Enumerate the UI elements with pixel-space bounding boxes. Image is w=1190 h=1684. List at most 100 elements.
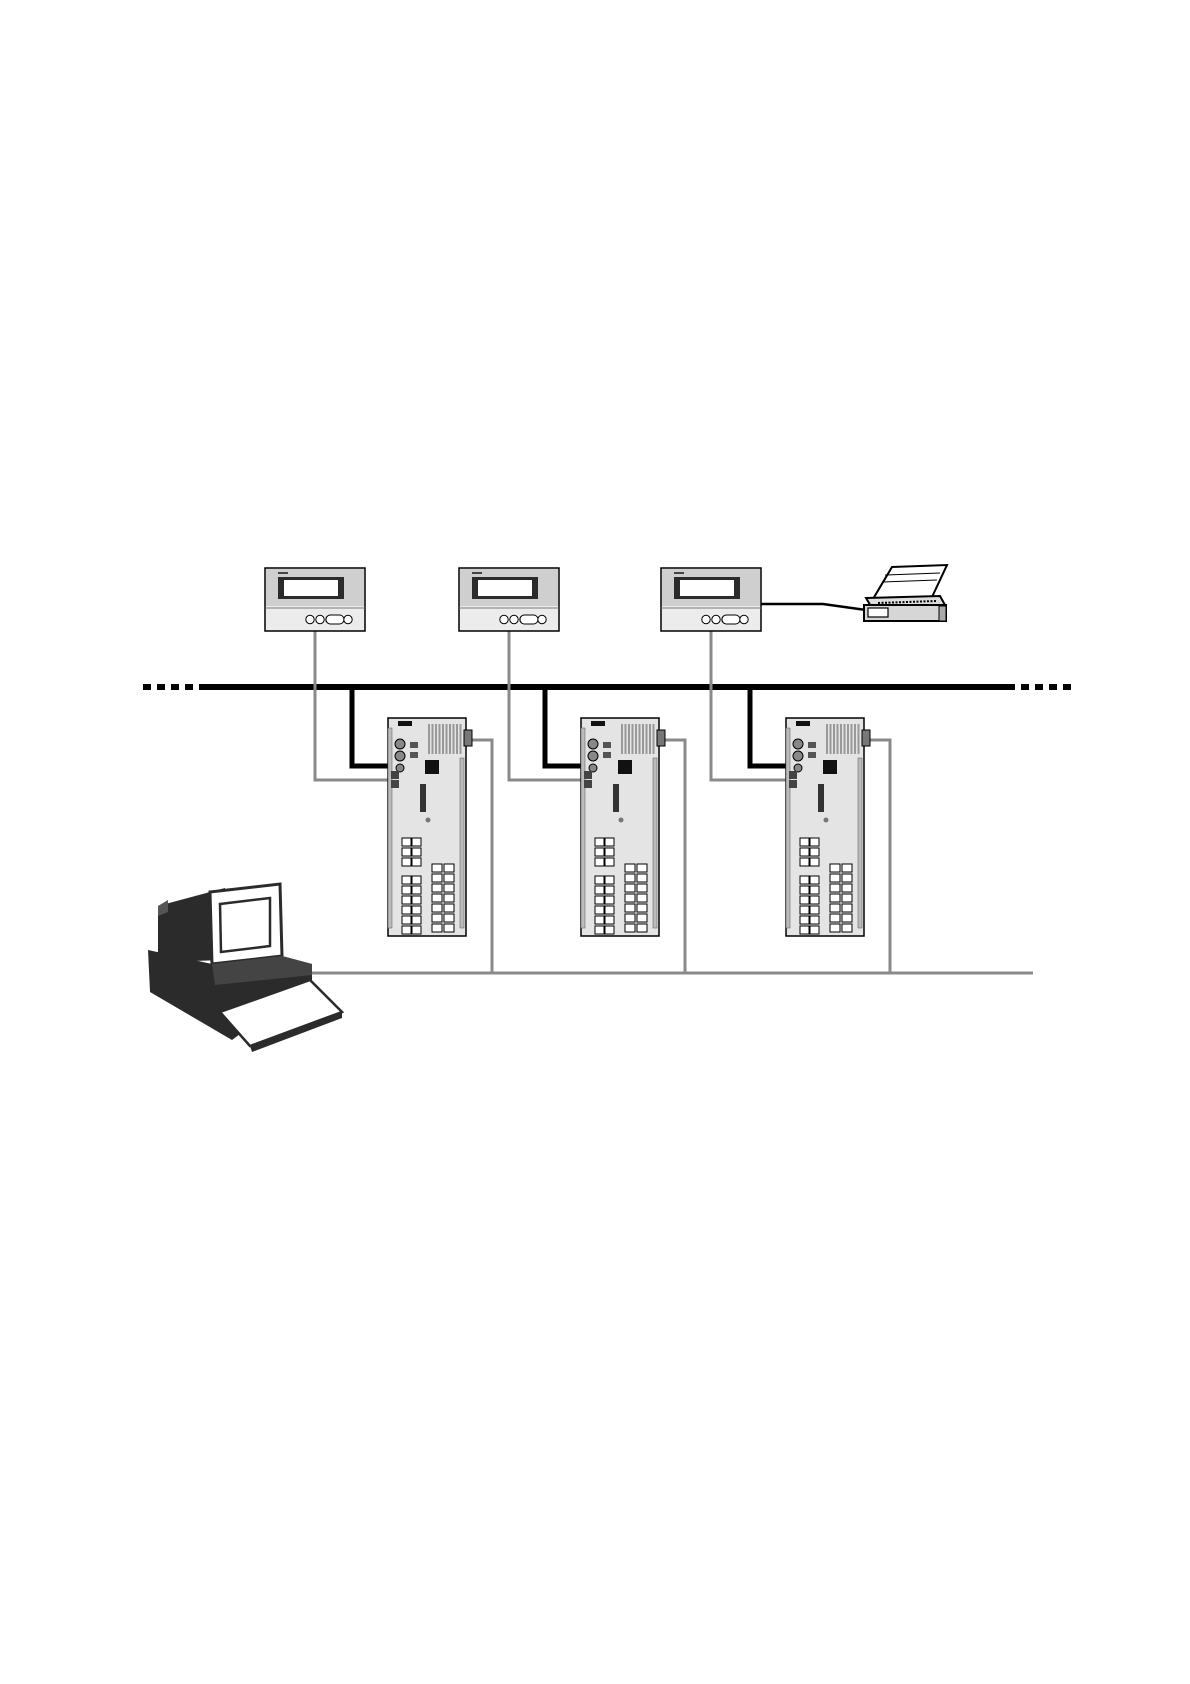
board-relay [444, 894, 454, 902]
terminal-key [500, 615, 508, 623]
board-relay [595, 838, 604, 846]
board-relay [637, 874, 647, 882]
board-relay [595, 906, 604, 914]
board-connector [464, 730, 472, 746]
board-relay [432, 904, 442, 912]
board-pin [639, 724, 641, 754]
board-relay [402, 906, 411, 914]
board-relay [595, 926, 604, 934]
board-relay [432, 864, 442, 872]
terminal-key [740, 615, 748, 623]
board-left-terminals [786, 728, 790, 928]
board-relay [637, 884, 647, 892]
board-relay [625, 894, 635, 902]
board-relay [412, 906, 421, 914]
supervisory-drop [864, 740, 890, 973]
board-relay [595, 886, 604, 894]
board-pin [442, 724, 444, 754]
board-relay [637, 894, 647, 902]
board-pin [649, 724, 651, 754]
board-relay [625, 904, 635, 912]
board-relay [842, 874, 852, 882]
board-relay [605, 906, 614, 914]
board-relay [625, 864, 635, 872]
board-relay [402, 858, 411, 866]
board-pin [646, 724, 648, 754]
board-pin [851, 724, 853, 754]
board-relay [842, 904, 852, 912]
board-port [789, 780, 797, 788]
terminal-key [712, 615, 720, 623]
board-relay [800, 848, 809, 856]
terminal-display [680, 580, 734, 596]
controller-1 [388, 718, 472, 936]
board-processor [823, 760, 837, 774]
board-relay [412, 848, 421, 856]
board-led [619, 818, 624, 823]
board-relay [637, 864, 647, 872]
board-relay [412, 916, 421, 924]
printer-cable [761, 604, 866, 610]
board-relay [595, 858, 604, 866]
bus-drop [352, 687, 390, 766]
board-relay [432, 924, 442, 932]
terminal-icon [265, 568, 365, 631]
board-capacitor [793, 739, 803, 749]
board-relay [605, 848, 614, 856]
board-pin [446, 724, 448, 754]
board-relay [810, 838, 819, 846]
terminal-logo [278, 572, 288, 574]
board-pin [435, 724, 437, 754]
board-relay [625, 884, 635, 892]
board-pin [847, 724, 849, 754]
board-processor [425, 760, 439, 774]
board-relay [605, 926, 614, 934]
board-pin [625, 724, 627, 754]
bus-drop [545, 687, 583, 766]
terminal-display [284, 580, 338, 596]
board-right-terminals [858, 758, 862, 928]
terminal-key [510, 615, 518, 623]
board-relay [402, 926, 411, 934]
supervisory-drop [466, 740, 492, 973]
board-relay [830, 884, 840, 892]
board-relay [800, 858, 809, 866]
board-capacitor [589, 764, 597, 772]
board-relay [810, 876, 819, 884]
board-relay [637, 904, 647, 912]
terminal-key [344, 615, 352, 623]
board-pin [840, 724, 842, 754]
board-relay [810, 916, 819, 924]
board-relay [444, 864, 454, 872]
board-relay [595, 876, 604, 884]
board-relay [432, 894, 442, 902]
terminal-key [316, 615, 324, 623]
board-relay [800, 838, 809, 846]
controller-board-icon [581, 718, 665, 936]
board-relay [800, 886, 809, 894]
terminal-key [520, 615, 538, 624]
controller-2 [581, 718, 665, 936]
board-pin [432, 724, 434, 754]
board-port [391, 780, 399, 788]
board-relay [830, 864, 840, 872]
terminal-keypad [500, 615, 546, 624]
board-pin [456, 724, 458, 754]
board-chip [603, 742, 611, 748]
board-relay [595, 848, 604, 856]
board-relay [444, 884, 454, 892]
board-pin [635, 724, 637, 754]
board-relay [412, 876, 421, 884]
board-relay [412, 926, 421, 934]
board-relay [595, 896, 604, 904]
board-relay [842, 914, 852, 922]
board-label-block [398, 721, 412, 726]
board-relay [412, 838, 421, 846]
board-port [789, 771, 797, 779]
board-capacitor [396, 764, 404, 772]
board-pin [428, 724, 430, 754]
board-pin [439, 724, 441, 754]
printer-icon [864, 565, 947, 621]
board-relay [800, 916, 809, 924]
